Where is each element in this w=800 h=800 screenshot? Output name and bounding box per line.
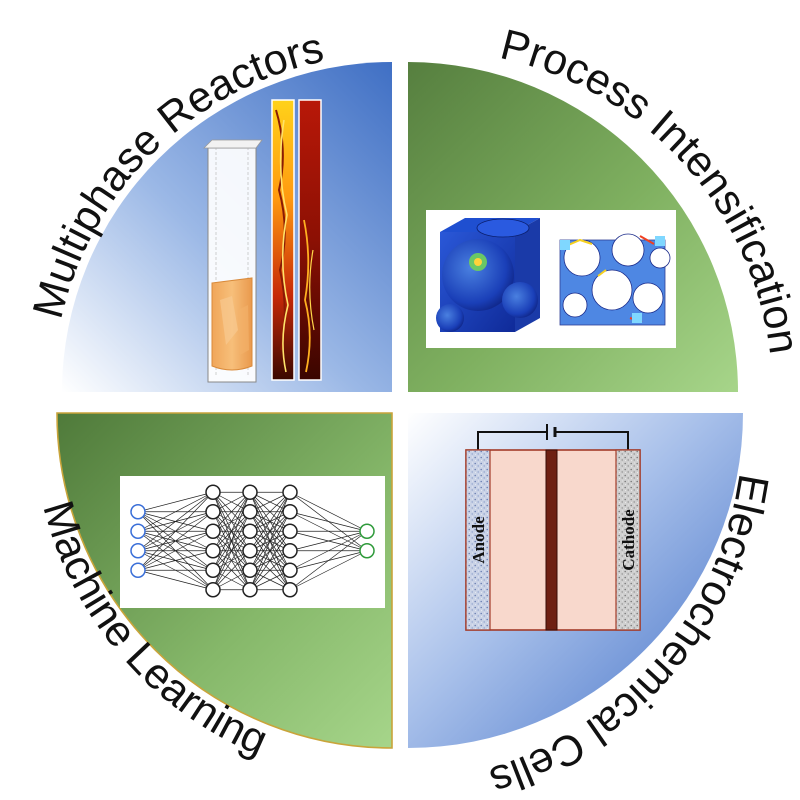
nn-hidden-node — [205, 582, 221, 598]
anode-electrode — [465, 449, 491, 631]
nn-connection — [137, 550, 214, 571]
nn-hidden-node — [242, 504, 258, 520]
nn-connection — [249, 492, 291, 551]
nn-hidden-node — [242, 523, 258, 539]
nn-connection — [137, 569, 214, 591]
nn-hidden-node — [282, 582, 298, 598]
nn-hidden-node — [242, 543, 258, 559]
nn-connection — [289, 491, 368, 532]
nn-connection — [137, 491, 214, 552]
neural-network-diagram — [130, 484, 375, 598]
nn-connection — [212, 492, 251, 532]
nn-input-node — [130, 543, 146, 559]
nn-connection — [289, 550, 368, 591]
nn-hidden-node — [282, 484, 298, 500]
nn-connection — [137, 492, 214, 571]
nn-connection — [137, 530, 214, 571]
nn-connection — [137, 511, 214, 571]
nn-hidden-node — [282, 523, 298, 539]
nn-connection — [212, 492, 251, 571]
nn-connection — [289, 530, 368, 591]
nn-connection — [249, 550, 291, 591]
external-circuit-wire — [477, 431, 629, 450]
nn-connection — [137, 491, 214, 532]
nn-connection — [212, 492, 251, 551]
nn-output-node — [359, 543, 375, 559]
nn-hidden-node — [242, 484, 258, 500]
nn-connection — [212, 531, 251, 590]
nn-hidden-node — [205, 523, 221, 539]
nn-connection — [289, 511, 368, 532]
electrochemical-cell: Anode Cathode — [465, 424, 641, 631]
volume-fraction-contour-2 — [298, 99, 322, 381]
cathode-label: Cathode — [619, 509, 638, 571]
nn-output-node — [359, 523, 375, 539]
lattice-structure — [559, 233, 671, 326]
nn-connection — [212, 550, 251, 590]
separator-membrane — [545, 449, 558, 631]
nn-connection — [289, 530, 368, 552]
nn-hidden-node — [282, 504, 298, 520]
nn-connection — [212, 511, 251, 590]
cathode-electrode — [615, 449, 641, 631]
nn-input-node — [130, 562, 146, 578]
nn-hidden-node — [205, 543, 221, 559]
nn-hidden-node — [242, 562, 258, 578]
packed-sphere-unit-cell — [436, 218, 540, 332]
nn-hidden-node — [205, 562, 221, 578]
reactor-column-illustration — [203, 139, 263, 383]
nn-hidden-node — [282, 562, 298, 578]
nn-connection — [289, 530, 368, 571]
nn-connection — [249, 511, 291, 590]
nn-connection — [137, 491, 214, 513]
volume-fraction-contour-1 — [271, 99, 295, 381]
nn-input-node — [130, 504, 146, 520]
nn-hidden-node — [205, 504, 221, 520]
nn-connection — [249, 491, 291, 532]
nn-connection — [249, 531, 291, 590]
anode-label: Anode — [469, 516, 488, 564]
nn-input-node — [130, 523, 146, 539]
nn-hidden-node — [242, 582, 258, 598]
nn-connection — [249, 492, 291, 571]
nn-hidden-node — [205, 484, 221, 500]
nn-hidden-node — [282, 543, 298, 559]
